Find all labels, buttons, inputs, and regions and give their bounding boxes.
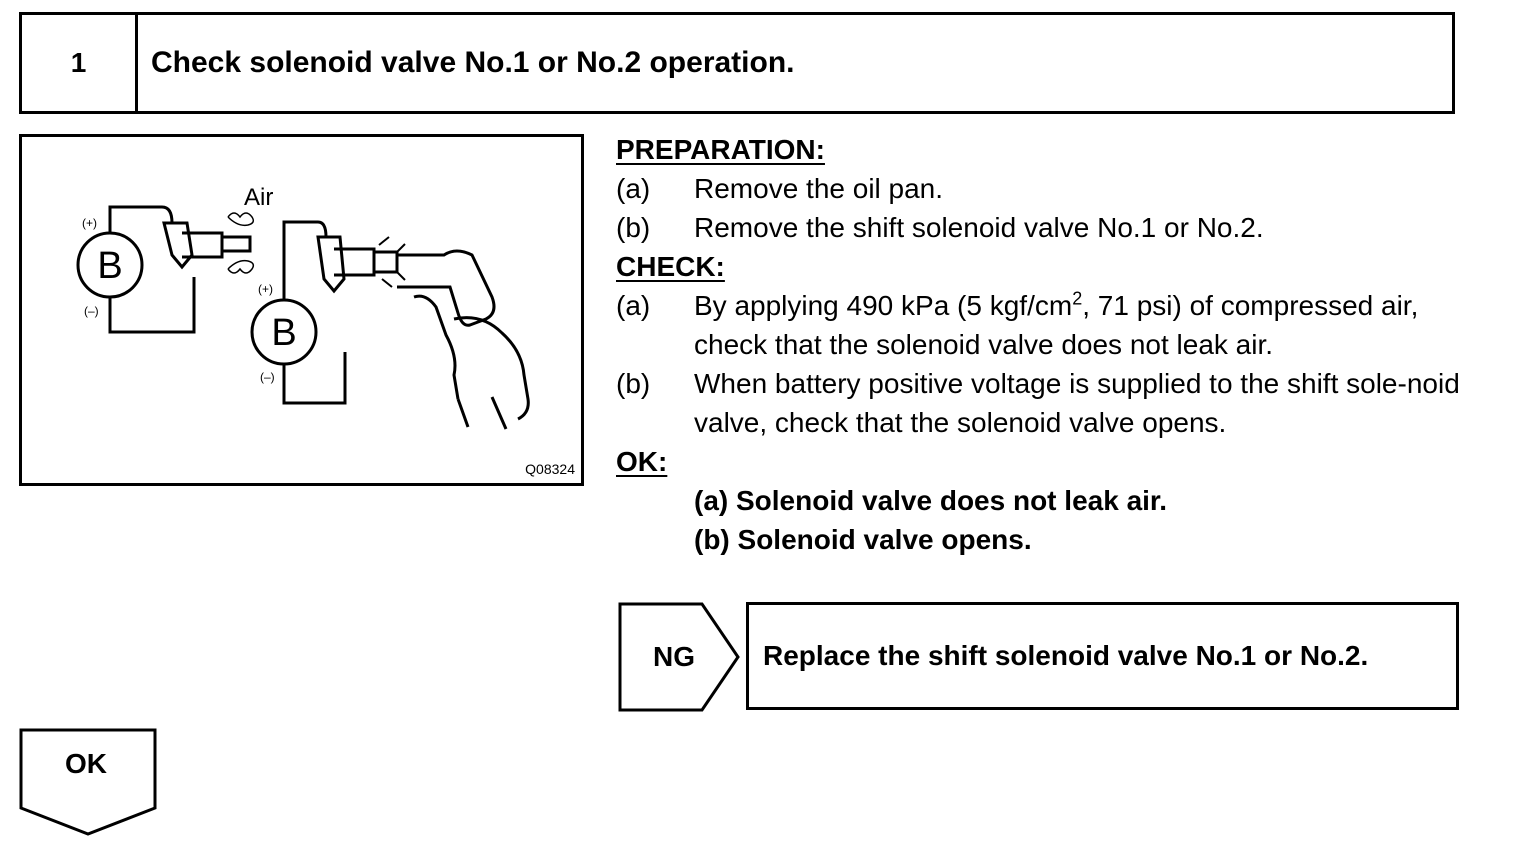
step-header: 1 Check solenoid valve No.1 or No.2 oper… <box>19 12 1455 114</box>
item-text-after: , 71 psi) of compressed air, check that … <box>694 290 1419 360</box>
plus-left-label: (+) <box>82 216 97 230</box>
solenoid-test-illustration: Air B B (+) (–) (+) (–) <box>76 184 530 430</box>
ng-arrow-shape <box>618 602 740 712</box>
list-item: (a) Remove the oil pan. <box>616 169 1496 208</box>
plus-right-label: (+) <box>258 282 273 296</box>
item-text-before: By applying 490 kPa (5 kgf/cm <box>694 290 1073 321</box>
figure-code: Q08324 <box>525 461 575 477</box>
minus-right-label: (–) <box>260 370 275 384</box>
item-label: (a) <box>616 173 651 204</box>
procedure-text: PREPARATION: (a) Remove the oil pan. (b)… <box>616 130 1496 559</box>
minus-left-label: (–) <box>84 304 99 318</box>
ng-label: NG <box>653 641 695 672</box>
ok-criterion: (b) Solenoid valve opens. <box>694 524 1032 555</box>
ng-arrow[interactable]: NG <box>618 602 742 712</box>
step-number: 1 <box>22 15 138 111</box>
ok-arrow-shape <box>19 728 157 836</box>
preparation-heading: PREPARATION: <box>616 134 825 165</box>
step-title: Check solenoid valve No.1 or No.2 operat… <box>151 46 795 79</box>
ng-action-box: Replace the shift solenoid valve No.1 or… <box>746 602 1459 710</box>
item-text: By applying 490 kPa (5 kgf/cm2, 71 psi) … <box>694 286 1496 364</box>
list-item: (b) Remove the shift solenoid valve No.1… <box>616 208 1496 247</box>
solenoid-valve-left-icon <box>162 221 194 270</box>
ok-heading: OK: <box>616 446 668 477</box>
list-item: (b) When battery positive voltage is sup… <box>616 364 1496 442</box>
solenoid-valve-right-icon <box>316 235 346 294</box>
air-label: Air <box>244 184 273 211</box>
hand-icon <box>413 294 460 400</box>
illustration-figure: Air B B (+) (–) (+) (–) Q08324 <box>19 134 584 486</box>
air-gun-icon <box>397 249 496 327</box>
item-label: (b) <box>616 368 651 399</box>
check-heading: CHECK: <box>616 251 725 282</box>
item-label: (a) <box>616 290 651 321</box>
ok-label: OK <box>65 748 107 779</box>
item-text: Remove the oil pan. <box>694 173 944 204</box>
list-item: (a) By applying 490 kPa (5 kgf/cm2, 71 p… <box>616 286 1496 364</box>
ok-arrow[interactable]: OK <box>19 728 159 838</box>
item-label: (b) <box>616 212 651 243</box>
battery-left-letter: B <box>97 245 122 287</box>
superscript: 2 <box>1072 288 1083 309</box>
item-text: Remove the shift solenoid valve No.1 or … <box>694 212 1264 243</box>
ok-criterion: (a) Solenoid valve does not leak air. <box>694 485 1168 516</box>
item-text: When battery positive voltage is supplie… <box>694 368 1460 438</box>
battery-right-letter: B <box>271 312 296 354</box>
